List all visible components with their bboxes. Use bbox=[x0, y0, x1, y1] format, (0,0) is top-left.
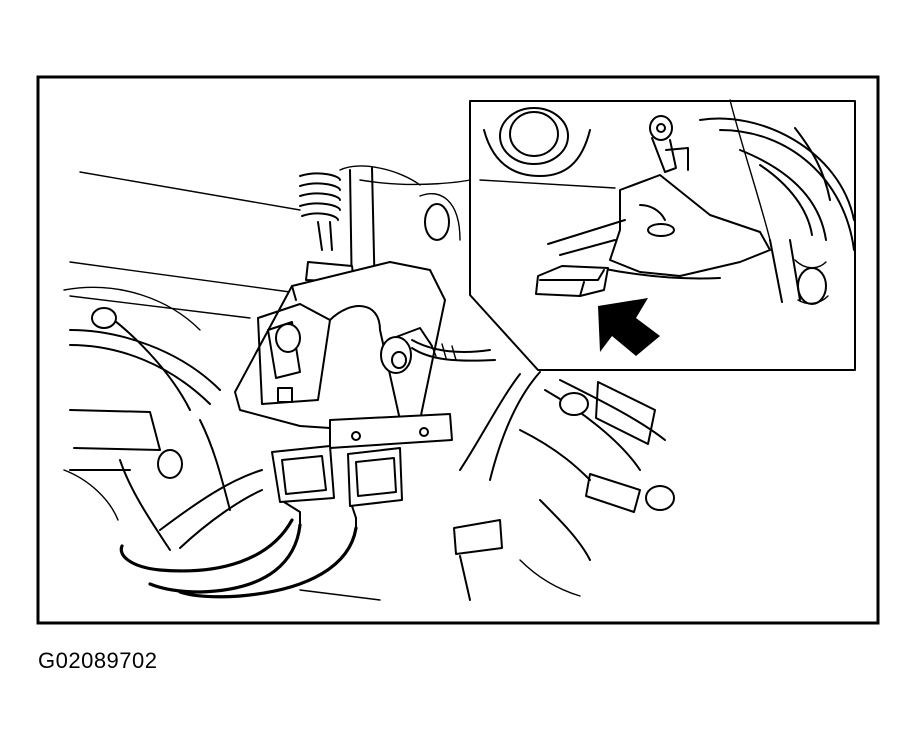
switch-bracket bbox=[234, 261, 446, 431]
pointer-arrow-icon bbox=[598, 298, 660, 356]
mounting-bolt bbox=[380, 327, 433, 374]
detail-inset bbox=[469, 99, 856, 371]
return-spring bbox=[299, 172, 355, 283]
figure-code: G02089702 bbox=[38, 648, 158, 673]
wiring-harness bbox=[119, 469, 358, 599]
switch-connectors bbox=[271, 413, 453, 529]
main-view bbox=[63, 165, 675, 601]
illustration-frame bbox=[36, 75, 880, 625]
